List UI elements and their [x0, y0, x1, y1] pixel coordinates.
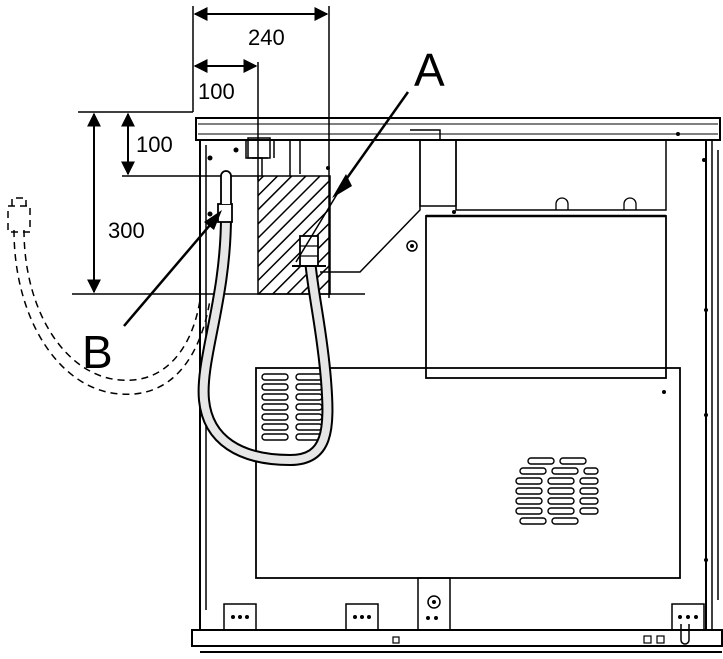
dim-label-100-vertical: 100	[136, 132, 173, 157]
callout-label-b: B	[82, 326, 113, 378]
dim-label-300: 300	[108, 218, 145, 243]
dim-label-240: 240	[248, 25, 285, 50]
hatched-zone	[257, 175, 331, 295]
screw-icon	[406, 240, 418, 252]
callout-lines	[123, 91, 410, 327]
callout-label-a: A	[414, 44, 445, 96]
alternate-hose-path	[7, 197, 211, 395]
dim-label-100-horizontal: 100	[198, 79, 235, 104]
drain-hose	[292, 235, 326, 267]
vent-grille	[261, 373, 599, 525]
